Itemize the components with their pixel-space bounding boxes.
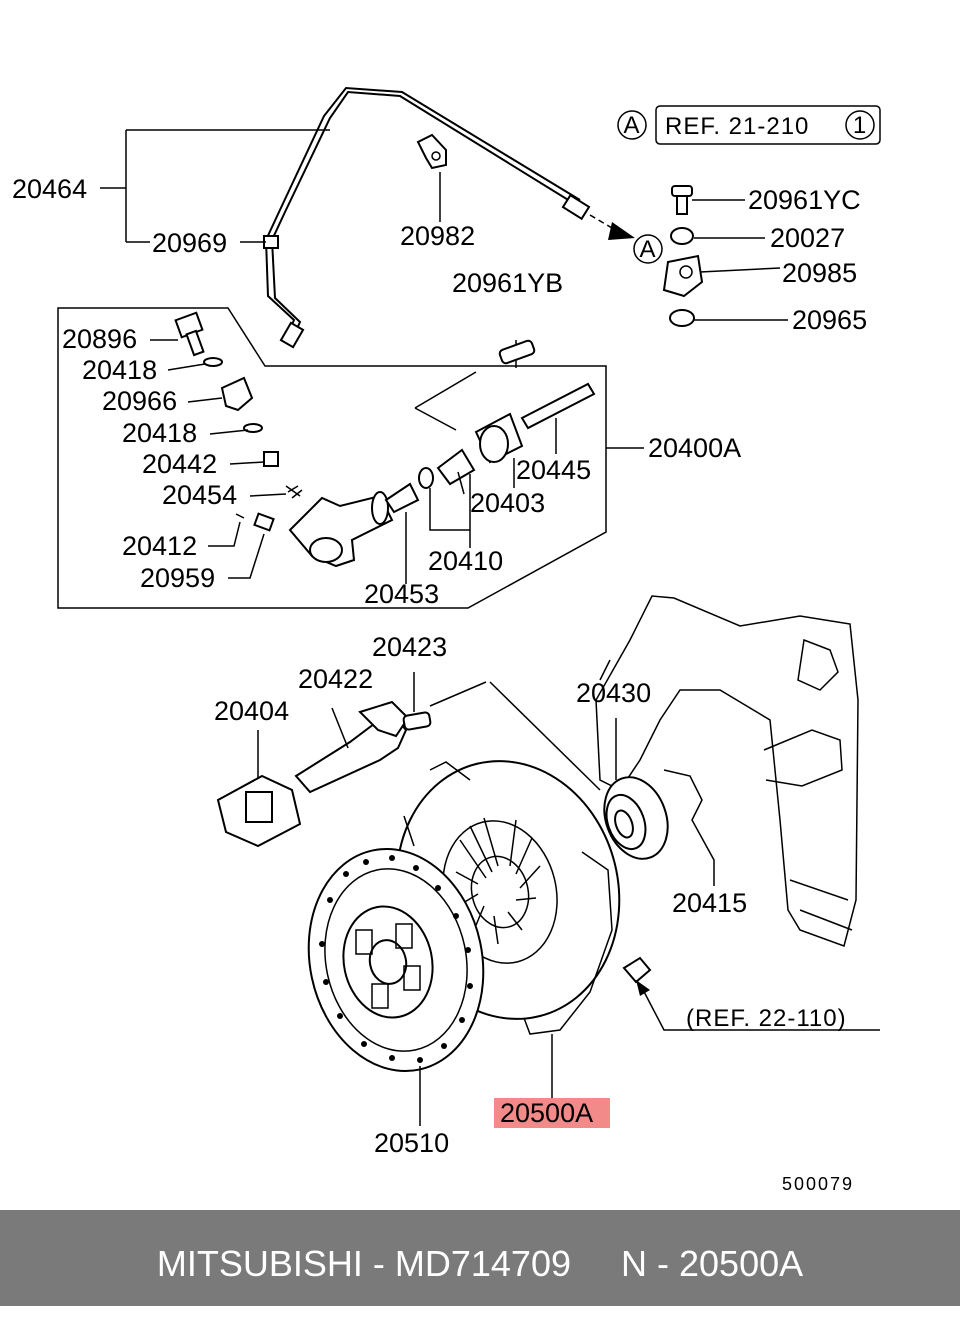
label-20453: 20453 [364,579,439,609]
clutch-disc-20510 [307,847,485,1126]
label-20442: 20442 [142,449,217,479]
part-labels: 20464 20969 20982 20961YC 20027 20985 20… [12,174,867,1158]
label-20418-b: 20418 [122,418,197,448]
label-20969: 20969 [152,228,227,258]
label-20415: 20415 [672,888,747,918]
label-20982: 20982 [400,221,475,251]
ref-a-circle-label: A [623,112,640,139]
clutch-hydraulic-line [263,86,635,349]
label-20410: 20410 [428,546,503,576]
small-parts-right [662,185,788,327]
label-20966: 20966 [102,386,177,416]
transmission-housing [595,595,859,947]
ref-b-note: (REF. 22-110) [686,1005,847,1032]
release-bearing-20430 [603,718,715,886]
label-20965: 20965 [792,305,867,335]
label-20430: 20430 [576,678,651,708]
ref-a-note: A REF. 21-210 1 [617,105,881,145]
label-20422: 20422 [298,664,373,694]
label-20896: 20896 [62,324,137,354]
label-20404: 20404 [214,696,289,726]
label-20403: 20403 [470,488,545,518]
disc-rivets [319,855,473,1063]
svg-text:A: A [639,236,656,263]
parts-diagram: A REF. 21-210 1 A [12,86,881,1194]
highlight-box [494,1098,610,1128]
label-20961yb: 20961YB [452,268,563,298]
ref-a-text: REF. 21-210 [665,113,809,140]
label-20027: 20027 [770,223,845,253]
fork-boot-20404 [216,730,302,848]
diagram-code: 500079 [782,1174,854,1194]
label-20445: 20445 [516,455,591,485]
ref-a-suffix: 1 [853,112,867,139]
slave-cylinder-group [57,307,644,609]
label-20400a: 20400A [648,433,741,463]
label-20412: 20412 [122,531,197,561]
label-20500a: 20500A [500,1098,593,1128]
label-20464: 20464 [12,174,87,204]
bracket-20982 [416,133,447,170]
label-20959: 20959 [140,563,215,593]
highlighted-part-20500a[interactable]: 20500A [494,1098,610,1128]
label-20961yc: 20961YC [748,185,861,215]
label-20418-a: 20418 [82,355,157,385]
label-20510: 20510 [374,1128,449,1158]
label-20454: 20454 [162,480,237,510]
arrow-ref-a: A [633,234,663,264]
footer-bar: MITSUBISHI - MD714709 N - 20500A [0,1210,960,1306]
release-fork-20422 [294,672,601,794]
label-20985: 20985 [782,258,857,288]
footer-part-info: MITSUBISHI - MD714709 N - 20500A [156,1243,804,1284]
label-20423: 20423 [372,632,447,662]
dowel-pin [622,956,880,1031]
